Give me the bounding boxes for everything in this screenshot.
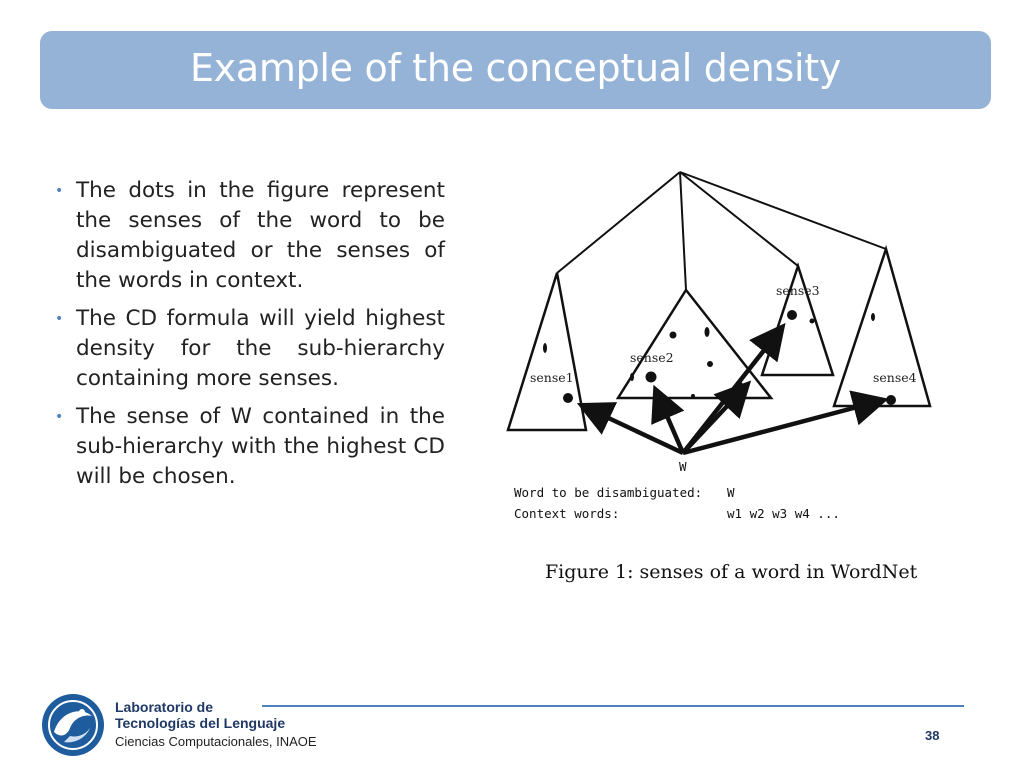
sense-label: sense1 <box>530 370 574 385</box>
arrow-to-sense2 <box>651 384 686 454</box>
arrows <box>576 322 889 456</box>
slide-title: Example of the conceptual density <box>189 46 842 90</box>
edge <box>556 171 681 274</box>
lab-name-line1: Laboratorio de <box>115 699 214 715</box>
dot <box>543 343 547 353</box>
arrow-to-sense3 <box>681 322 786 455</box>
dot <box>704 327 710 337</box>
bullet-item: • The sense of W contained in the sub-hi… <box>55 402 445 492</box>
edge <box>679 171 887 250</box>
dot <box>563 393 573 403</box>
dot <box>886 395 896 405</box>
bullet-list: • The dots in the figure represent the s… <box>55 176 445 500</box>
triangle-sense2 <box>615 287 774 400</box>
figure-caption: Figure 1: senses of a word in WordNet <box>545 561 918 583</box>
lab-name-line2: Tecnologías del Lenguaje <box>115 715 286 731</box>
info-label: Context words: <box>514 506 619 521</box>
bullet-item: • The dots in the figure represent the s… <box>55 176 445 296</box>
dot <box>787 310 797 320</box>
info-label: Word to be disambiguated: <box>514 485 702 500</box>
edge <box>679 171 687 291</box>
triangle-sense1 <box>506 272 588 432</box>
page-number: 38 <box>925 728 940 743</box>
hierarchy-edges <box>556 171 887 291</box>
dot <box>645 371 657 383</box>
dot <box>669 331 677 339</box>
bullet-marker: • <box>55 409 64 425</box>
bullet-marker: • <box>55 183 64 199</box>
info-value: w1 w2 w3 w4 ... <box>727 506 840 521</box>
wordnet-figure: sense1 sense2 sense3 sense4 W Word to be… <box>506 171 932 583</box>
sense-label: sense3 <box>776 283 820 298</box>
bullet-item: • The CD formula will yield highest dens… <box>55 304 445 394</box>
title-bar: Example of the conceptual density <box>40 31 991 109</box>
sense-label: sense4 <box>873 370 917 385</box>
dot <box>707 361 713 367</box>
bullet-text: The CD formula will yield highest densit… <box>76 306 445 391</box>
sense-label: sense2 <box>630 350 674 365</box>
arrow-to-sense1 <box>576 402 684 456</box>
bullet-text: The sense of W contained in the sub-hier… <box>76 404 445 489</box>
edge <box>679 171 799 267</box>
bullet-text: The dots in the figure represent the sen… <box>76 178 445 293</box>
dot <box>691 394 695 398</box>
info-value: W <box>727 485 735 500</box>
lab-affiliation: Ciencias Computacionales, INAOE <box>115 734 317 749</box>
bullet-marker: • <box>55 311 64 327</box>
dot <box>809 318 815 324</box>
inaoe-logo-icon <box>42 694 104 756</box>
arrow-to-sense4 <box>682 390 889 456</box>
dot <box>630 373 634 381</box>
footer-divider <box>262 705 964 707</box>
dot <box>871 313 875 321</box>
word-label: W <box>679 459 687 474</box>
sense-dots <box>543 310 896 405</box>
